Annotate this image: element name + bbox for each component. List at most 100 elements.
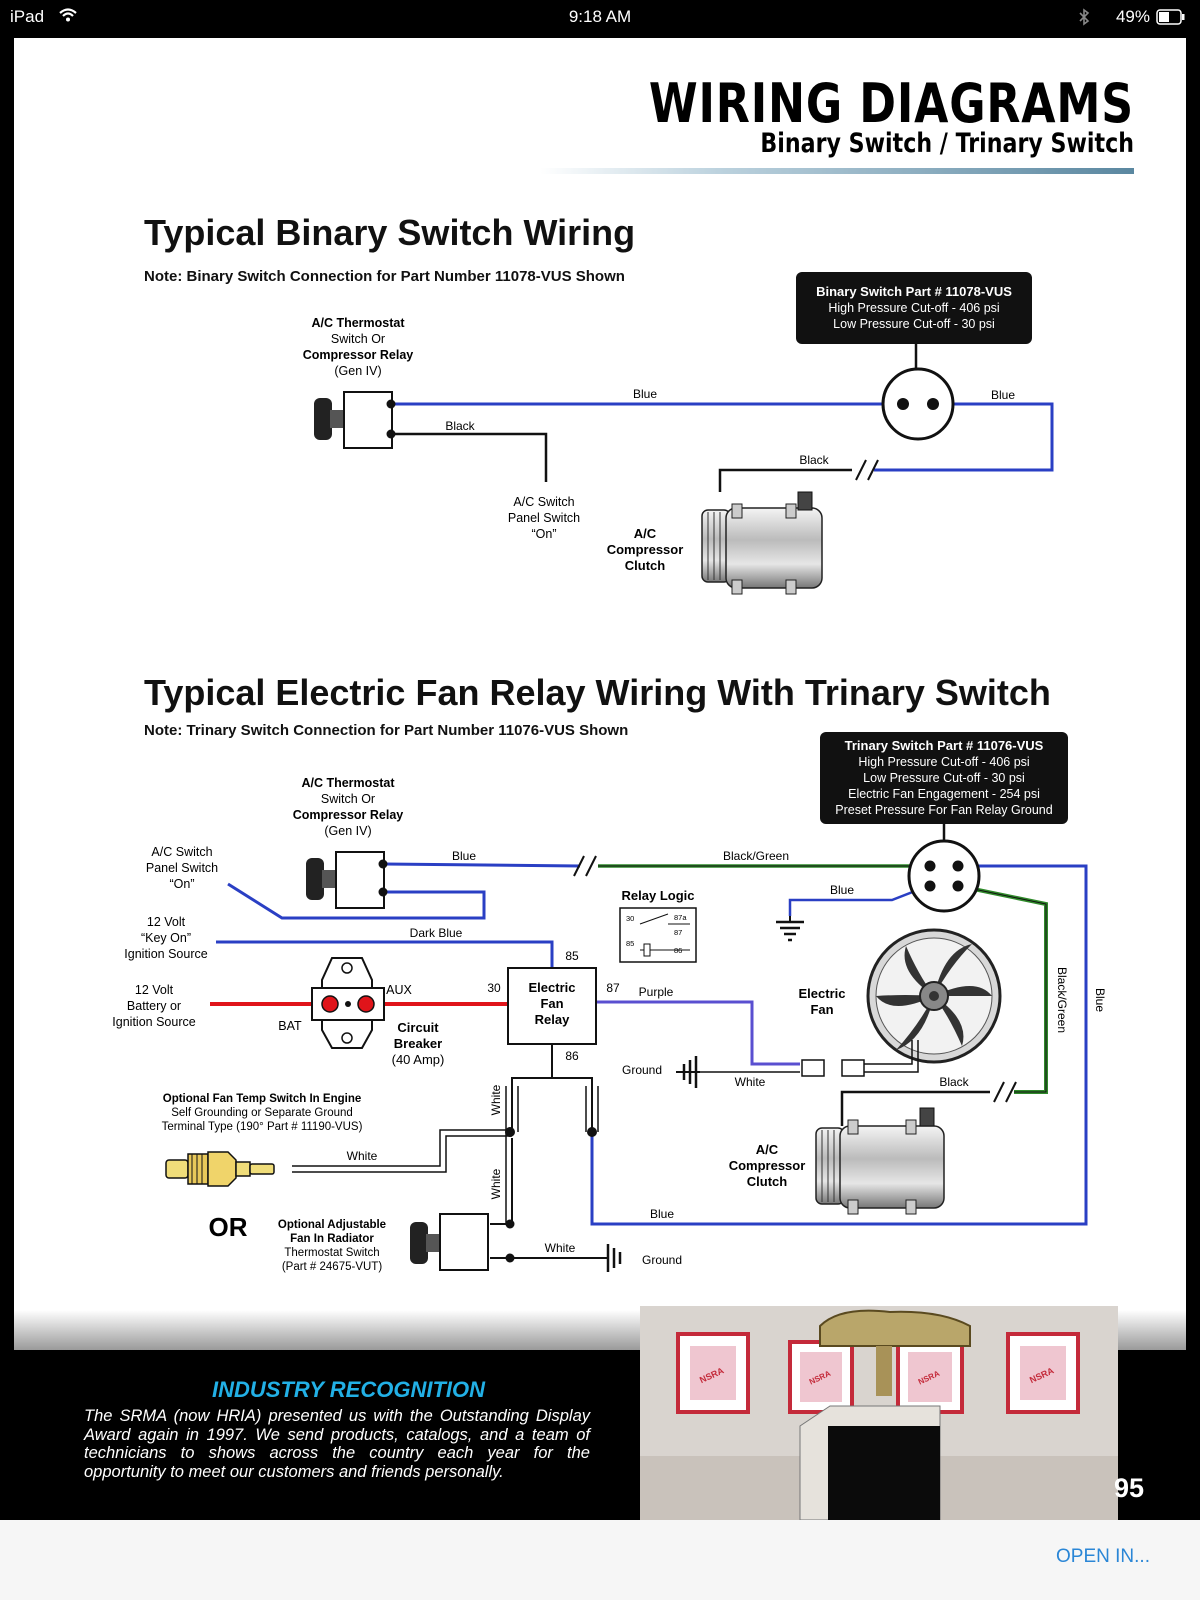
wire-label: Blue — [991, 388, 1015, 402]
trinary-wires — [210, 855, 1088, 1259]
wire-label: Black — [799, 453, 829, 467]
relay-pin: 30 — [626, 914, 634, 923]
wire-label: White — [489, 1168, 503, 1199]
binary-spec-line: High Pressure Cut-off - 406 psi — [828, 301, 999, 315]
relay-pin: 87 — [674, 928, 682, 937]
label-line: Circuit — [397, 1020, 439, 1035]
wire-label: Ground — [622, 1063, 662, 1077]
label-line: Self Grounding or Separate Ground — [171, 1107, 353, 1119]
label-line: Panel Switch — [146, 861, 218, 875]
label-line: (Part # 24675-VUT) — [282, 1261, 383, 1273]
label-line: A/C Thermostat — [301, 776, 395, 790]
pin-label: 30 — [487, 981, 501, 995]
wire-label: Dark Blue — [410, 926, 463, 940]
ground-icon — [776, 916, 804, 942]
label-line: Optional Adjustable — [278, 1219, 386, 1231]
label-line: Fan In Radiator — [290, 1233, 374, 1245]
trinary-section-title: Typical Electric Fan Relay Wiring With T… — [144, 672, 1051, 713]
label-line: Compressor Relay — [293, 808, 404, 822]
trinary-spec-line: Preset Pressure For Fan Relay Ground — [835, 803, 1052, 817]
wire-label: Black — [445, 419, 475, 433]
junction-dots — [505, 1127, 597, 1137]
label-line: Ignition Source — [112, 1015, 195, 1029]
award-frame: NSRA — [676, 1332, 750, 1414]
label-line: “On” — [532, 527, 557, 541]
label-line: Fan — [540, 996, 563, 1011]
binary-wires — [392, 402, 1054, 492]
page-subtitle: Binary Switch / Trinary Switch — [760, 128, 1134, 159]
svg-text:A/C Thermostat: A/C Thermostat — [311, 316, 405, 330]
wire-label: Black/Green — [723, 849, 789, 863]
label-line: (Gen IV) — [334, 364, 381, 378]
trinary-spec-line: High Pressure Cut-off - 406 psi — [858, 755, 1029, 769]
label-line: A/C — [756, 1142, 779, 1157]
label-line: Ignition Source — [124, 947, 207, 961]
binary-spec-box: Binary Switch Part # 11078-VUS High Pres… — [796, 272, 1032, 344]
status-bar: iPad 9:18 AM 49% — [0, 0, 1200, 36]
wire-label: Blue — [452, 849, 476, 863]
label-line: A/C Switch — [513, 495, 574, 509]
wire-label: White — [735, 1075, 766, 1089]
page-number: 95 — [1114, 1473, 1145, 1503]
label-line: Relay — [535, 1012, 570, 1027]
label-line: A/C — [634, 526, 657, 541]
fan-relay-box — [507, 967, 597, 1045]
trinary-compressor-icon — [815, 1107, 945, 1215]
ground-icon — [676, 1056, 700, 1088]
relay-logic-diagram: 30 87a 87 85 86 — [619, 907, 697, 963]
terminal-label: AUX — [386, 983, 412, 997]
or-label: OR — [209, 1212, 248, 1242]
award-frame: NSRA — [788, 1340, 854, 1414]
label-line: Compressor Relay — [303, 348, 414, 362]
trinary-spec-line: Electric Fan Engagement - 254 psi — [848, 787, 1040, 801]
label-line: Thermostat Switch — [284, 1247, 379, 1259]
terminal-label: BAT — [278, 1019, 302, 1033]
label-line: Electric — [529, 980, 576, 995]
pin-label: 86 — [565, 1049, 579, 1063]
battery-percent: 49% — [1115, 7, 1150, 26]
trinary-note: Note: Trinary Switch Connection for Part… — [144, 722, 629, 739]
wire-label: White — [347, 1149, 378, 1163]
label-line: “On” — [170, 877, 195, 891]
label-line: 12 Volt — [135, 983, 174, 997]
recognition-title: INDUSTRY RECOGNITION — [212, 1377, 485, 1402]
open-in-button[interactable]: OPEN IN... — [1056, 1546, 1150, 1567]
bluetooth-icon — [1078, 8, 1090, 31]
label-line: Clutch — [625, 558, 666, 573]
award-frame: NSRA — [896, 1340, 964, 1414]
binary-section-title: Typical Binary Switch Wiring — [144, 212, 636, 253]
battery-icon — [1156, 9, 1186, 30]
relay-pin: 87a — [674, 913, 687, 922]
label-line: Compressor — [729, 1158, 806, 1173]
wire-label: White — [489, 1084, 503, 1115]
binary-spec-line: Low Pressure Cut-off - 30 psi — [833, 317, 995, 331]
binary-pressure-switch — [881, 367, 955, 441]
wifi-icon — [58, 7, 78, 28]
binary-spec-line: Binary Switch Part # 11078-VUS — [816, 284, 1012, 299]
label-line: Battery or — [127, 999, 181, 1013]
label-line: Clutch — [747, 1174, 788, 1189]
relay-pin: 86 — [674, 946, 682, 955]
pin-label: 87 — [606, 981, 620, 995]
label-line: Terminal Type (190° Part # 11190-VUS) — [162, 1121, 363, 1133]
label-line: A/C Switch — [151, 845, 212, 859]
circuit-breaker-icon — [311, 957, 385, 1049]
award-trophy-photo: NSRA NSRA NSRA NSRA — [640, 1306, 1118, 1520]
wire-label: Purple — [639, 985, 674, 999]
label-line: Electric — [799, 986, 846, 1001]
wire-label: Blue — [830, 883, 854, 897]
relay-pin: 85 — [626, 939, 634, 948]
binary-compressor-icon — [701, 491, 823, 595]
page-title: WIRING DIAGRAMS — [648, 72, 1134, 135]
binary-note: Note: Binary Switch Connection for Part … — [144, 268, 625, 285]
award-frame: NSRA — [1006, 1332, 1080, 1414]
trinary-pressure-switch — [907, 839, 981, 913]
label-line: (40 Amp) — [392, 1052, 445, 1067]
wire-label: Ground — [642, 1253, 682, 1267]
electric-fan-icon — [801, 928, 1002, 1077]
trinary-spec-box: Trinary Switch Part # 11076-VUS High Pre… — [820, 732, 1068, 824]
header-rule — [540, 168, 1134, 174]
wire-label: White — [545, 1241, 576, 1255]
label-line: Panel Switch — [508, 511, 580, 525]
wire-label: Blue — [650, 1207, 674, 1221]
